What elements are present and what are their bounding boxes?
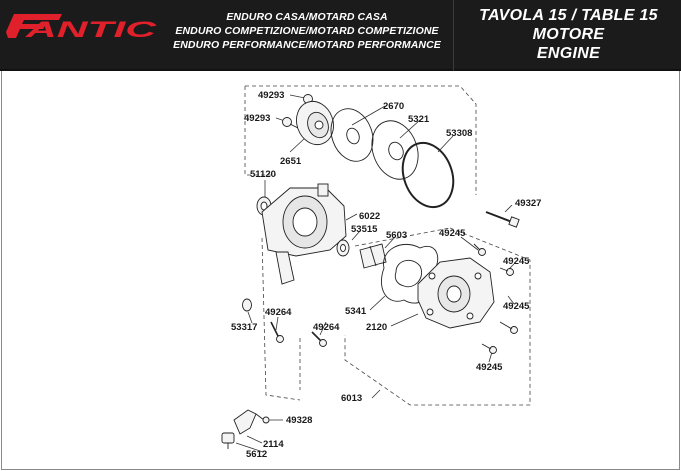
part-label-5612: 5612: [246, 449, 268, 460]
fitting-2114: [233, 409, 265, 435]
part-label-2651: 2651: [280, 156, 302, 167]
section-italian: MOTORE: [532, 26, 605, 43]
part-label-6022: 6022: [359, 211, 381, 222]
part-label-5603: 5603: [386, 230, 408, 241]
part-label-49327: 49327: [515, 198, 542, 209]
pump-housing-2120: [417, 257, 495, 329]
parts-drawing: [221, 94, 520, 449]
part-label-49245-b: 49245: [503, 256, 530, 267]
part-label-49245-c: 49245: [503, 301, 530, 312]
part-label-5321: 5321: [408, 114, 430, 125]
bolt-49264-a: [270, 321, 284, 343]
model-line-1: ENDURO CASA/MOTARD CASA: [226, 11, 388, 23]
part-label-49293-lower: 49293: [244, 113, 271, 124]
part-label-49245-d: 49245: [476, 362, 503, 373]
part-label-53317: 53317: [231, 322, 258, 333]
pump-cover-2651: [296, 100, 334, 146]
part-label-5341: 5341: [345, 306, 367, 317]
bolt-49264-b: [311, 331, 327, 347]
bolt-49327: [485, 211, 520, 228]
part-label-49245-a: 49245: [439, 228, 466, 239]
section-english: ENGINE: [536, 45, 601, 62]
bolt-49245-d: [481, 343, 497, 354]
impeller-5603: [359, 243, 387, 269]
sensor-5612: [221, 432, 235, 449]
part-label-53515: 53515: [351, 224, 378, 235]
model-line-3: ENDURO PERFORMANCE/MOTARD PERFORMANCE: [173, 39, 441, 51]
leader-lines: [235, 94, 515, 453]
fantic-logo: ANTIC: [6, 14, 158, 42]
part-label-49293-upper: 49293: [258, 90, 285, 101]
part-label-6013: 6013: [341, 393, 363, 404]
part-label-2120: 2120: [366, 322, 388, 333]
pump-body-6022: [261, 183, 347, 285]
plate-5321: [371, 120, 419, 180]
screw-49328: [262, 416, 270, 424]
table-title: TAVOLA 15 / TABLE 15 MOTORE ENGINE: [456, 6, 681, 63]
part-label-53308: 53308: [446, 128, 473, 139]
part-label-49264-a: 49264: [265, 307, 292, 318]
bolt-49245-b: [499, 267, 514, 276]
model-list: ENDURO CASA/MOTARD CASA ENDURO COMPETIZI…: [168, 10, 446, 52]
plug-53317: [242, 298, 252, 312]
bolt-49245-c: [499, 321, 518, 334]
bolt-49245-a: [473, 243, 486, 256]
assembly-outlines: [244, 85, 531, 406]
seal-53515: [336, 239, 350, 257]
table-number: TAVOLA 15 / TABLE 15: [479, 7, 658, 24]
part-label-49328: 49328: [286, 415, 313, 426]
o-ring-53308: [401, 141, 455, 209]
drawing-sheet: [1, 71, 680, 470]
header-divider: [453, 0, 454, 71]
part-label-2670: 2670: [383, 101, 405, 112]
gasket-2670: [330, 108, 374, 162]
part-label-2114: 2114: [263, 439, 284, 450]
part-label-49264-b: 49264: [313, 322, 340, 333]
screw-49293-lower: [282, 117, 299, 129]
page-header: ANTIC ENDURO CASA/MOTARD CASA ENDURO COM…: [0, 0, 681, 71]
part-label-51120: 51120: [250, 169, 276, 180]
svg-text:ANTIC: ANTIC: [24, 17, 158, 42]
model-line-2: ENDURO COMPETIZIONE/MOTARD COMPETIZIONE: [175, 25, 439, 37]
